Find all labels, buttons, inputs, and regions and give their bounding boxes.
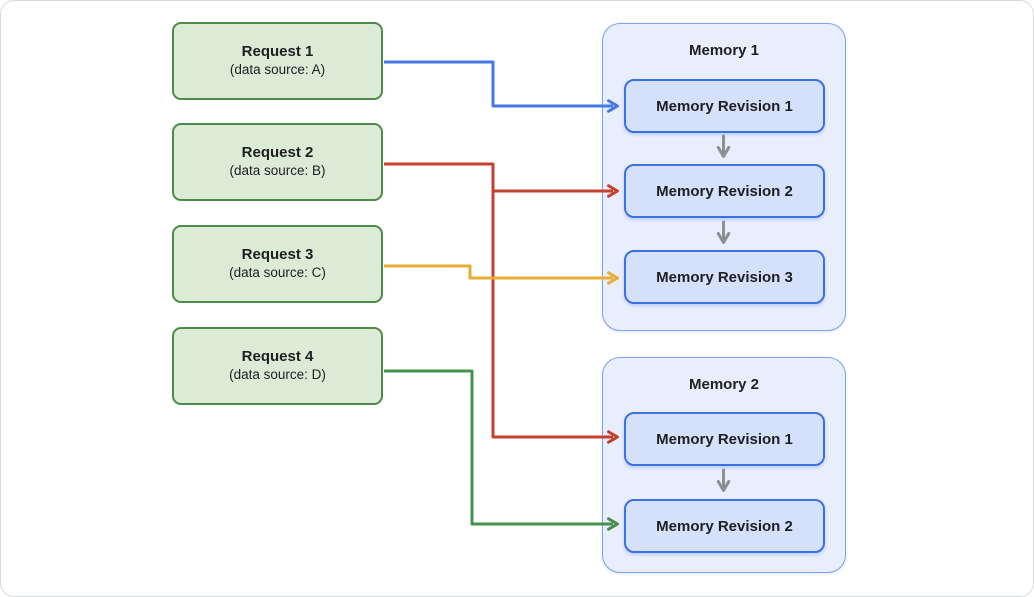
request-2-subtitle: (data source: B) xyxy=(229,163,326,179)
request-1-title: Request 1 xyxy=(241,42,314,60)
connector-request2-memory2-revision1 xyxy=(384,162,619,444)
memory-1-revision-3-box: Memory Revision 3 xyxy=(624,250,825,304)
memory-2-revision-2-box: Memory Revision 2 xyxy=(624,499,825,553)
memory-2-container: Memory 2 Memory Revision 1 Memory Revisi… xyxy=(602,357,846,573)
request-4-subtitle: (data source: D) xyxy=(229,367,326,383)
request-3-box: Request 3 (data source: C) xyxy=(172,225,383,303)
connector-request1-memory1-revision1 xyxy=(384,60,619,113)
memory-1-revision-2-box: Memory Revision 2 xyxy=(624,164,825,218)
request-4-box: Request 4 (data source: D) xyxy=(172,327,383,405)
memory-2-title: Memory 2 xyxy=(688,376,760,393)
memory-2-revision-2-label: Memory Revision 2 xyxy=(656,517,793,535)
memory-1-revision-1-label: Memory Revision 1 xyxy=(656,97,793,115)
memory-1-container: Memory 1 Memory Revision 1 Memory Revisi… xyxy=(602,23,846,331)
memory-1-revision-2-label: Memory Revision 2 xyxy=(656,182,793,200)
memory-2-revision-1-label: Memory Revision 1 xyxy=(656,430,793,448)
connector-request3-memory1-revision3 xyxy=(384,264,619,285)
request-1-subtitle: (data source: A) xyxy=(229,62,326,78)
memory-1-revision-1-box: Memory Revision 1 xyxy=(624,79,825,133)
request-1-box: Request 1 (data source: A) xyxy=(172,22,383,100)
request-3-subtitle: (data source: C) xyxy=(229,265,326,281)
request-2-box: Request 2 (data source: B) xyxy=(172,123,383,201)
request-4-title: Request 4 xyxy=(241,347,314,365)
request-2-title: Request 2 xyxy=(241,143,314,161)
memory-1-revision-3-label: Memory Revision 3 xyxy=(656,268,793,286)
request-3-title: Request 3 xyxy=(241,245,314,263)
memory-1-title: Memory 1 xyxy=(688,42,760,59)
memory-2-revision-1-box: Memory Revision 1 xyxy=(624,412,825,466)
connector-request4-memory2-revision2 xyxy=(384,369,619,531)
